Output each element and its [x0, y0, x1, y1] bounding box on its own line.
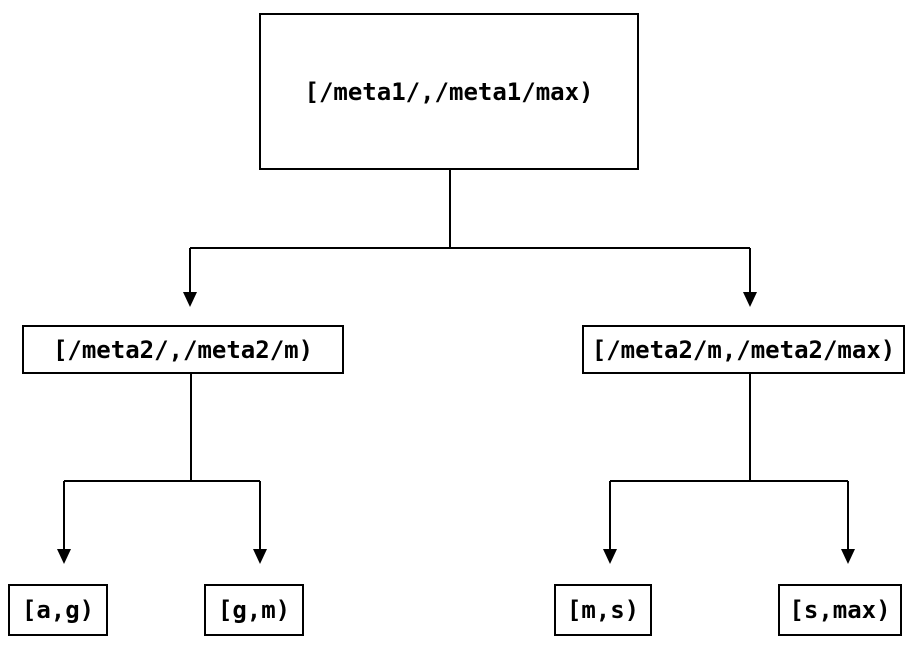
- connector-root-to-level2: [189, 169, 751, 294]
- tree-node-label: [s,max): [789, 596, 891, 624]
- tree-leaf-a-g: [a,g): [8, 584, 108, 636]
- arrow-down-icon: [57, 549, 71, 564]
- tree-node-meta2-right: [/meta2/m,/meta2/max): [582, 325, 905, 374]
- arrow-down-icon: [743, 292, 757, 307]
- arrow-down-icon: [603, 549, 617, 564]
- tree-node-root: [/meta1/,/meta1/max): [259, 13, 639, 170]
- tree-node-label: [/meta1/,/meta1/max): [304, 77, 594, 106]
- tree-node-label: [m,s): [566, 596, 640, 624]
- tree-leaf-m-s: [m,s): [554, 584, 652, 636]
- arrow-down-icon: [253, 549, 267, 564]
- connector-right-to-leaves: [609, 374, 849, 551]
- tree-leaf-s-max: [s,max): [778, 584, 902, 636]
- tree-leaf-g-m: [g,m): [204, 584, 304, 636]
- tree-node-label: [/meta2/m,/meta2/max): [591, 335, 896, 364]
- tree-node-meta2-left: [/meta2/,/meta2/m): [22, 325, 344, 374]
- tree-node-label: [/meta2/,/meta2/m): [52, 335, 314, 364]
- arrow-down-icon: [183, 292, 197, 307]
- tree-node-label: [g,m): [217, 596, 291, 624]
- connector-left-to-leaves: [63, 374, 261, 551]
- arrow-down-icon: [841, 549, 855, 564]
- tree-node-label: [a,g): [21, 596, 95, 624]
